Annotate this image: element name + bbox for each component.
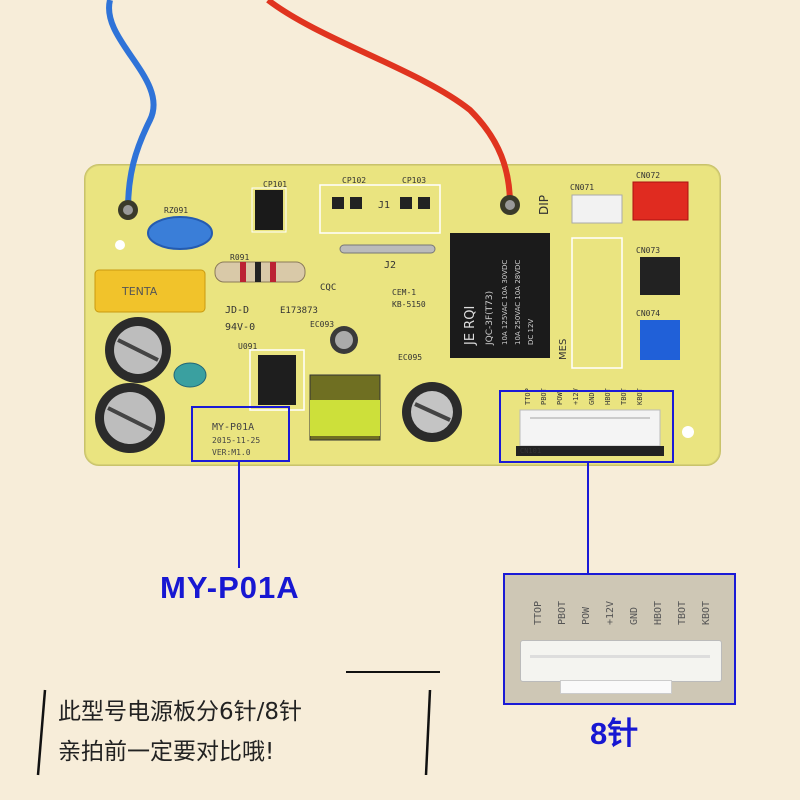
- notice-line-1: 此型号电源板分6针/8针: [58, 699, 303, 725]
- jd-text: JD-D: [225, 305, 249, 316]
- connector-cn071: [571, 194, 623, 224]
- cn073-text: CN073: [636, 246, 660, 255]
- board-pin-label: PBOT: [540, 387, 548, 405]
- board-pin-label: +12V: [572, 387, 580, 405]
- j2-text: J2: [384, 260, 396, 271]
- cn074-text: CN074: [636, 309, 660, 318]
- zoom-pin-label: TTOP: [533, 600, 544, 625]
- cp101-text: CP101: [263, 180, 287, 189]
- varistor: [147, 216, 213, 250]
- cp103-text: CP103: [402, 176, 426, 185]
- zoom-pin-label: TBOT: [677, 600, 688, 625]
- pin-callout-box: [499, 390, 674, 463]
- u091-text: U091: [238, 342, 257, 351]
- date-silkscreen: 2015-11-25: [212, 436, 260, 445]
- zoom-pin-label: POW: [581, 606, 592, 625]
- cqc-text: CQC: [320, 283, 336, 293]
- connector-cn073: [640, 257, 680, 295]
- relay-rating-1: 10A 125VAC 10A 30VDC: [501, 260, 509, 345]
- relay-coil: DC 12V: [527, 319, 535, 345]
- r091-text: R091: [230, 253, 249, 262]
- zoom-pin-label: PBOT: [557, 600, 568, 625]
- cp102-text: CP102: [342, 176, 366, 185]
- cert-text: E173873: [280, 306, 318, 316]
- board-pin-label: TTOP: [524, 388, 532, 405]
- mes-text: MES: [558, 339, 569, 360]
- board-pin-label: GND: [588, 392, 596, 405]
- dip-text: DIP: [537, 195, 551, 215]
- j1-text: J1: [378, 200, 390, 211]
- relay: [450, 233, 550, 358]
- connector-cn074: [640, 320, 680, 360]
- model-label: MY-P01A: [160, 570, 300, 605]
- cn071-text: CN071: [570, 183, 594, 192]
- rz091-text: RZ091: [164, 206, 188, 215]
- blue-wire: [106, 0, 157, 211]
- board-pin-label: KBOT: [636, 387, 644, 405]
- model-callout-box: [191, 406, 290, 462]
- x-capacitor: [94, 269, 206, 313]
- notice-line-2: 亲拍前一定要对比哦!: [58, 739, 275, 765]
- connector-zoom-inset: TTOP PBOT POW +12V GND HBOT TBOT KBOT: [503, 573, 736, 705]
- board-pin-label: HBOT: [604, 387, 612, 405]
- ic-chip: [258, 355, 296, 405]
- connector-cn072: [632, 181, 689, 221]
- zoom-pin-label: HBOT: [653, 600, 664, 625]
- zoom-pin-label: GND: [629, 606, 640, 625]
- notice-text: 此型号电源板分6针/8针 亲拍前一定要对比哦!: [58, 692, 428, 772]
- cap-brand-text: TENTA: [121, 285, 158, 298]
- relay-model-text: JQC-3F(T73): [485, 291, 495, 346]
- red-wire: [266, 0, 513, 206]
- zoom-pin-label: +12V: [605, 600, 616, 625]
- board-pin-label: POW: [556, 392, 564, 405]
- connector-cn101: [519, 409, 661, 447]
- cn072-text: CN072: [636, 171, 660, 180]
- relay-brand-text: JE RQI: [463, 306, 478, 346]
- zoom-pin-label: KBOT: [701, 600, 712, 625]
- kb-code-text: KB-5150: [392, 300, 426, 309]
- board-code-text: CEM-1: [392, 288, 416, 297]
- board-pin-label: TBOT: [620, 387, 628, 405]
- material-text: 94V-0: [225, 322, 255, 333]
- model-silkscreen: MY-P01A: [212, 422, 254, 433]
- ec095-text: EC095: [398, 353, 422, 362]
- cn101-text: CN101: [520, 447, 541, 455]
- zoom-connector-housing: [520, 640, 722, 682]
- relay-rating-2: 10A 250VAC 10A 28VDC: [514, 260, 522, 345]
- version-silkscreen: VER:M1.0: [212, 448, 251, 457]
- pin-count-label: 8针: [590, 716, 639, 751]
- ec093-text: EC093: [310, 320, 334, 329]
